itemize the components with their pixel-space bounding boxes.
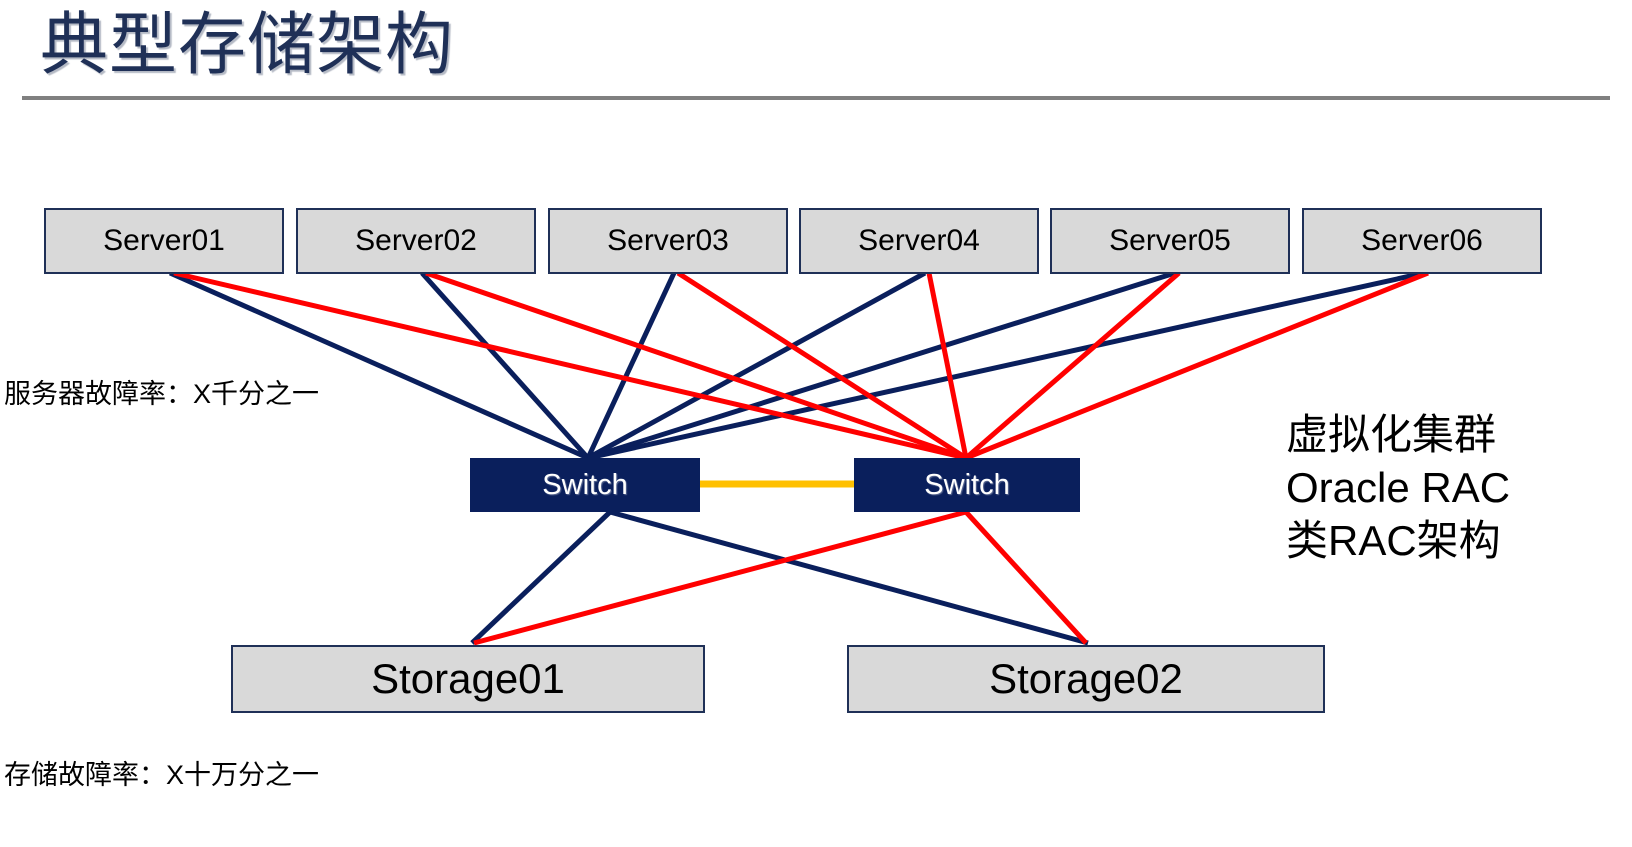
- side-note-line1: 虚拟化集群: [1286, 411, 1497, 458]
- link-switch-right-storage01: [473, 509, 967, 646]
- node-server03-label: Server03: [607, 224, 729, 257]
- link-server04-switch-left: [586, 270, 927, 461]
- annotation-server-failure-rate: 服务器故障率：X千分之一: [4, 379, 320, 409]
- node-storage01-label: Storage01: [371, 655, 565, 702]
- link-server06-switch-right: [965, 270, 1429, 461]
- node-server03[interactable]: Server03: [548, 208, 788, 274]
- link-switch-left-storage02: [609, 509, 1089, 646]
- node-server02-label: Server02: [355, 224, 477, 257]
- node-switch-right-label: Switch: [924, 468, 1010, 501]
- node-server04[interactable]: Server04: [799, 208, 1039, 274]
- link-server02-switch-right: [425, 270, 967, 461]
- node-server06[interactable]: Server06: [1302, 208, 1542, 274]
- node-storage01[interactable]: Storage01: [231, 645, 705, 713]
- page-title: 典型存储架构: [40, 7, 455, 83]
- node-server04-label: Server04: [858, 224, 980, 257]
- node-switch-right[interactable]: Switch: [854, 458, 1080, 512]
- node-switch-left-label: Switch: [542, 468, 628, 501]
- node-server01-label: Server01: [103, 224, 225, 257]
- link-server03-switch-right: [676, 270, 968, 461]
- left-switch-to-storage-links: [470, 509, 1089, 646]
- node-server05[interactable]: Server05: [1050, 208, 1290, 274]
- link-switch-right-storage02: [964, 510, 1088, 645]
- link-server04-switch-right: [926, 272, 969, 459]
- node-storage02-label: Storage02: [989, 655, 1183, 702]
- link-server01-switch-left: [168, 270, 590, 461]
- node-server01[interactable]: Server01: [44, 208, 284, 274]
- link-server03-switch-left: [585, 271, 677, 460]
- link-server05-switch-right: [964, 271, 1181, 460]
- node-storage02[interactable]: Storage02: [847, 645, 1325, 713]
- side-note-block: 虚拟化集群 Oracle RAC 类RAC架构: [1286, 408, 1510, 567]
- node-server02[interactable]: Server02: [296, 208, 536, 274]
- annotation-storage-failure-rate: 存储故障率：X十万分之一: [4, 760, 320, 790]
- link-server06-switch-left: [587, 270, 1425, 461]
- server-to-left-switch-links: [168, 270, 1425, 461]
- link-server01-switch-right: [173, 270, 967, 461]
- node-switch-left[interactable]: Switch: [470, 458, 700, 512]
- server-to-right-switch-links: [173, 270, 1429, 461]
- side-note-line3: 类RAC架构: [1286, 517, 1501, 564]
- right-switch-to-storage-links: [473, 509, 1088, 646]
- title-divider: [22, 96, 1610, 100]
- link-server05-switch-left: [587, 270, 1176, 461]
- link-server02-switch-left: [420, 271, 590, 460]
- link-switch-left-storage01: [470, 510, 612, 645]
- side-note-line2: Oracle RAC: [1286, 464, 1511, 511]
- node-server06-label: Server06: [1361, 224, 1483, 257]
- node-server05-label: Server05: [1109, 224, 1231, 257]
